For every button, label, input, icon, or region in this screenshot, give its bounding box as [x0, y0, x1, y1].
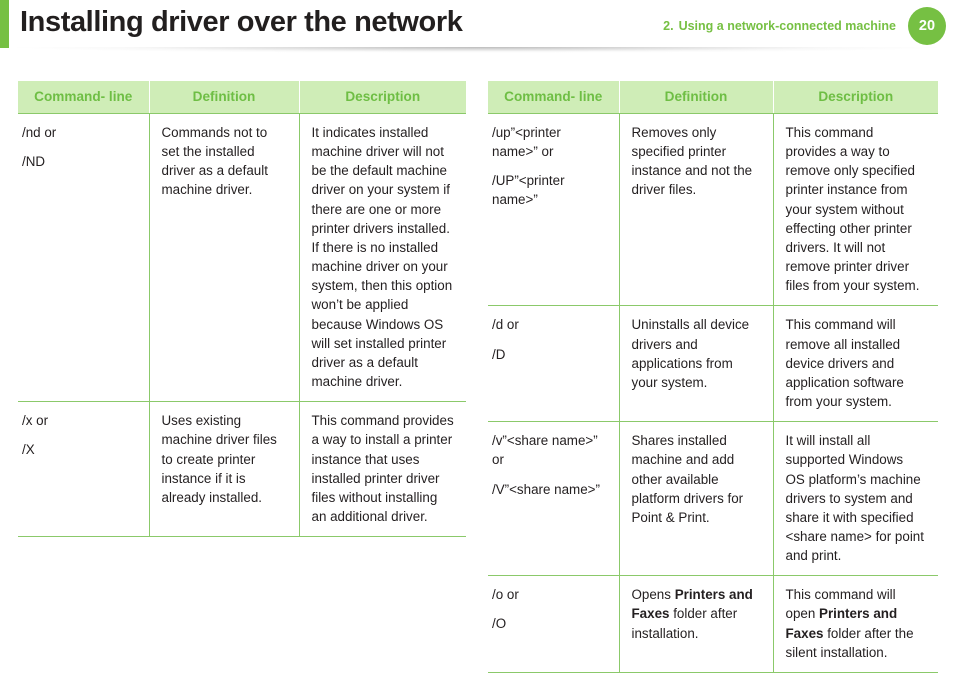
cell-description: This command provides a way to install a…	[299, 401, 466, 538]
command-line-variant: /nd or	[22, 125, 57, 140]
command-line-variant: /O	[492, 616, 507, 632]
column-header-description: Description	[299, 81, 466, 114]
cell-command-line: /x or/X	[18, 401, 150, 538]
page-header: Installing driver over the network 2. Usi…	[0, 0, 954, 58]
command-line-variant: /UP”<printer name>”	[492, 173, 565, 208]
column-header-command-line: Command- line	[488, 81, 620, 114]
page-number-badge: 20	[908, 7, 946, 45]
command-line-variant: /V”<share name>”	[492, 481, 600, 497]
command-table-right: Command- line Definition Description /up…	[488, 81, 938, 673]
cell-definition: Uninstalls all device drivers and applic…	[619, 305, 774, 423]
command-line-variant: /ND	[22, 154, 46, 170]
breadcrumb: 2. Using a network-connected machine	[663, 19, 896, 33]
cell-description: This command provides a way to remove on…	[773, 113, 938, 307]
cell-command-line: /v”<share name>” or/V”<share name>”	[488, 421, 620, 577]
header-divider	[8, 47, 946, 56]
table-row: /v”<share name>” or/V”<share name>”Share…	[488, 421, 938, 577]
table-row: /up”<printer name>” or/UP”<printer name>…	[488, 113, 938, 307]
cell-command-line: /up”<printer name>” or/UP”<printer name>…	[488, 113, 620, 307]
cell-description: This command will remove all installed d…	[773, 305, 938, 423]
column-header-definition: Definition	[149, 81, 300, 114]
table-header-row: Command- line Definition Description	[488, 81, 938, 114]
command-line-variant: /v”<share name>” or	[492, 433, 598, 468]
column-header-definition: Definition	[619, 81, 774, 114]
command-line-variant: /o or	[492, 587, 519, 603]
command-line-variant: /up”<printer name>” or	[492, 125, 561, 160]
breadcrumb-label: Using a network-connected machine	[678, 19, 896, 33]
command-line-variant: /x or	[22, 413, 49, 429]
accent-bar	[0, 0, 9, 48]
cell-command-line: /o or/O	[488, 575, 620, 673]
table-body-right: /up”<printer name>” or/UP”<printer name>…	[488, 113, 938, 673]
cell-command-line: /d or/D	[488, 305, 620, 423]
page-title: Installing driver over the network	[20, 6, 463, 38]
command-table-left: Command- line Definition Description /nd…	[18, 81, 466, 538]
cell-command-line: /nd or/ND	[18, 113, 150, 403]
breadcrumb-number: 2.	[663, 19, 674, 33]
cell-description: It will install all supported Windows OS…	[773, 421, 938, 577]
command-line-variant: /d or	[492, 317, 519, 333]
column-header-command-line: Command- line	[18, 81, 150, 114]
table-header-row: Command- line Definition Description	[18, 81, 466, 114]
cell-description: This command will open Printers and Faxe…	[773, 575, 938, 673]
cell-description: It indicates installed machine driver wi…	[299, 113, 466, 403]
cell-definition: Uses existing machine driver files to cr…	[149, 401, 300, 538]
command-line-variant: /D	[492, 346, 506, 362]
cell-definition: Removes only specified printer instance …	[619, 113, 774, 307]
cell-definition: Opens Printers and Faxes folder after in…	[619, 575, 774, 673]
command-line-variant: /X	[22, 442, 35, 458]
cell-definition: Shares installed machine and add other a…	[619, 421, 774, 577]
cell-definition: Commands not to set the installed driver…	[149, 113, 300, 403]
column-header-description: Description	[773, 81, 938, 114]
